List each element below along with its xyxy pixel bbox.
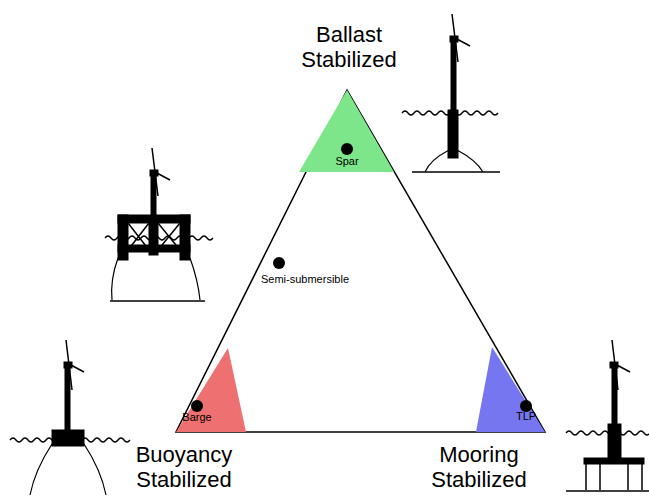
design-dot — [341, 143, 353, 155]
region-fill — [299, 90, 394, 172]
region-triangle: TLP — [475, 347, 546, 433]
design-label: Barge — [182, 411, 211, 424]
design-label: TLP — [516, 410, 536, 423]
design-dot — [191, 400, 203, 412]
corner-label: Mooring Stabilized — [409, 442, 549, 493]
design-label: Spar — [335, 155, 358, 168]
wave-line — [566, 431, 649, 435]
region-fill — [176, 348, 246, 432]
region-fill — [476, 347, 545, 432]
turbine-figures — [30, 14, 649, 495]
corner-label: Ballast Stabilized — [274, 22, 424, 73]
wave-line — [402, 111, 498, 115]
region-triangle: Barge — [176, 347, 247, 433]
region-triangle: Spar — [299, 90, 395, 173]
design-label: Semi-submersible — [261, 273, 349, 286]
corner-label: Buoyancy Stabilized — [114, 442, 254, 493]
wave-line — [10, 438, 130, 442]
wave-line — [105, 236, 213, 240]
design-dot — [273, 257, 285, 269]
stability-triangle — [176, 90, 545, 432]
